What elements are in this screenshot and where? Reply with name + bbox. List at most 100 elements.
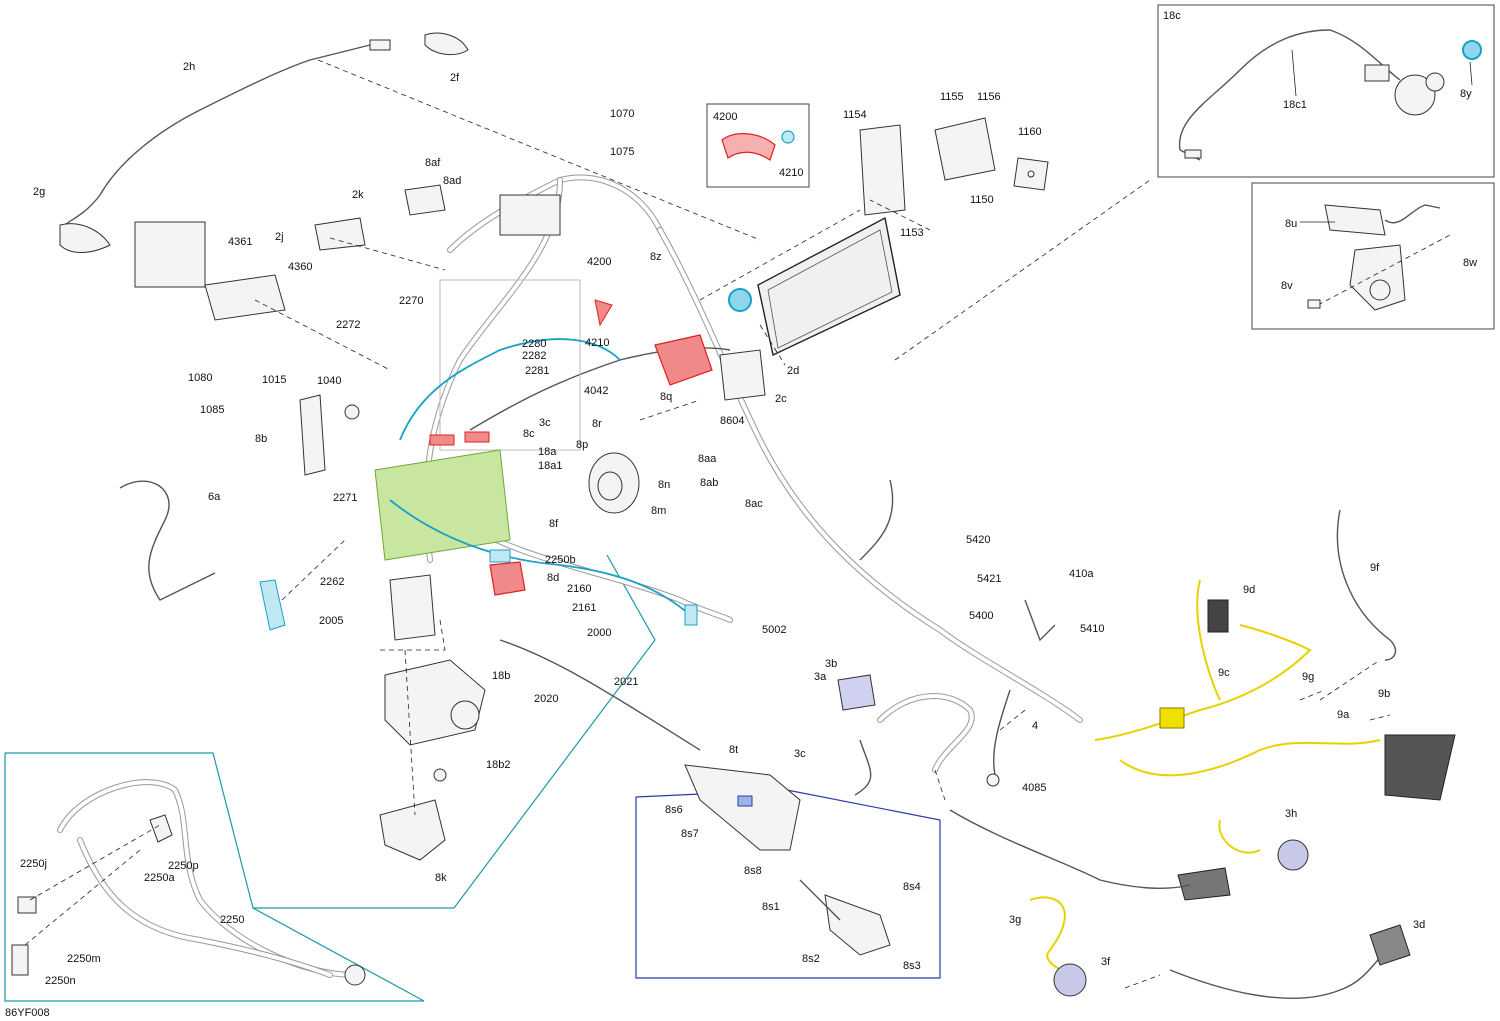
label-8z: 8z xyxy=(650,251,662,263)
label-4085: 4085 xyxy=(1022,782,1046,794)
label-8c: 8c xyxy=(523,428,535,440)
label-1015: 1015 xyxy=(262,374,286,386)
label-1160: 1160 xyxy=(1018,126,1042,138)
label-9f: 9f xyxy=(1370,562,1380,574)
harness-3a xyxy=(837,599,1056,796)
label-2005: 2005 xyxy=(319,615,343,627)
label-2250p: 2250p xyxy=(168,860,199,872)
label-2k: 2k xyxy=(352,189,364,201)
abs-unit-18b xyxy=(379,574,486,861)
label-1040: 1040 xyxy=(317,375,341,387)
label-1075: 1075 xyxy=(610,146,634,158)
label-1153: 1153 xyxy=(900,227,924,239)
red-highlighted-parts xyxy=(429,299,713,596)
label-2000: 2000 xyxy=(587,627,611,639)
label-4210a: 4210 xyxy=(779,167,803,179)
battery-18a xyxy=(374,449,511,561)
label-9d: 9d xyxy=(1243,584,1255,596)
label-410a: 410a xyxy=(1069,568,1094,580)
label-2281: 2281 xyxy=(525,365,549,377)
label-8b: 8b xyxy=(255,433,267,445)
label-2250: 2250 xyxy=(220,914,244,926)
label-5002: 5002 xyxy=(762,624,786,636)
label-8n: 8n xyxy=(658,479,670,491)
label-8q: 8q xyxy=(660,391,672,403)
label-4360: 4360 xyxy=(288,261,312,273)
label-18a: 18a xyxy=(538,446,557,458)
label-1070: 1070 xyxy=(610,108,634,120)
label-1150: 1150 xyxy=(970,194,994,206)
label-9c: 9c xyxy=(1218,667,1230,679)
label-8t: 8t xyxy=(729,744,738,756)
label-5421: 5421 xyxy=(977,573,1001,585)
label-8aa: 8aa xyxy=(698,453,717,465)
label-3f: 3f xyxy=(1101,956,1111,968)
label-8m: 8m xyxy=(651,505,666,517)
label-8s2: 8s2 xyxy=(802,953,820,965)
label-18b: 18b xyxy=(492,670,510,682)
label-8604: 8604 xyxy=(720,415,744,427)
label-2282: 2282 xyxy=(522,350,546,362)
label-8r: 8r xyxy=(592,418,602,430)
label-2j: 2j xyxy=(275,231,284,243)
modules xyxy=(204,184,766,514)
label-8s7: 8s7 xyxy=(681,828,699,840)
label-18a1: 18a1 xyxy=(538,460,562,472)
label-8y: 8y xyxy=(1460,88,1472,100)
label-8s3: 8s3 xyxy=(903,960,921,972)
inset-4200-box xyxy=(706,103,810,188)
label-3g: 3g xyxy=(1009,914,1021,926)
label-2250a: 2250a xyxy=(144,872,175,884)
harness-2250b-blue xyxy=(259,338,698,631)
label-2c: 2c xyxy=(775,393,787,405)
label-8w: 8w xyxy=(1463,257,1477,269)
label-8ac: 8ac xyxy=(745,498,763,510)
inset-2250-box xyxy=(4,554,656,1002)
label-2250m: 2250m xyxy=(67,953,101,965)
label-6a: 6a xyxy=(208,491,221,503)
top-right-brackets xyxy=(859,117,1049,216)
label-2g: 2g xyxy=(33,186,45,198)
label-18b2: 18b2 xyxy=(486,759,510,771)
label-2271: 2271 xyxy=(333,492,357,504)
label-2250n: 2250n xyxy=(45,975,76,987)
label-9g: 9g xyxy=(1302,671,1314,683)
label-2f: 2f xyxy=(450,72,460,84)
label-18c: 18c xyxy=(1163,10,1181,22)
label-2d: 2d xyxy=(787,365,799,377)
part-labels: 2h 2f 2g 2k 2j 8af 8ad 1070 1075 4200 42… xyxy=(20,10,1477,987)
label-3c_a: 3c xyxy=(539,417,551,429)
inset-18c-blue-ring xyxy=(1462,40,1482,60)
cable-6a xyxy=(119,480,216,601)
label-2161: 2161 xyxy=(572,602,596,614)
label-8f: 8f xyxy=(549,518,559,530)
inset-8s-box xyxy=(635,764,941,979)
label-3d: 3d xyxy=(1413,919,1425,931)
label-8k: 8k xyxy=(435,872,447,884)
main-harness xyxy=(134,174,1083,751)
label-8u: 8u xyxy=(1285,218,1297,230)
leader-lines xyxy=(24,59,1391,989)
label-8s6: 8s6 xyxy=(665,804,683,816)
label-3c_b: 3c xyxy=(794,748,806,760)
label-4: 4 xyxy=(1032,720,1038,732)
label-4210b: 4210 xyxy=(585,337,609,349)
label-3h: 3h xyxy=(1285,808,1297,820)
label-1156: 1156 xyxy=(977,91,1001,103)
label-2021: 2021 xyxy=(614,676,638,688)
fuse-box-grey xyxy=(134,221,206,288)
label-8d: 8d xyxy=(547,572,559,584)
label-5400: 5400 xyxy=(969,610,993,622)
label-8p: 8p xyxy=(576,439,588,451)
label-4361: 4361 xyxy=(228,236,252,248)
harness-2h xyxy=(59,32,469,253)
label-2270: 2270 xyxy=(399,295,423,307)
label-1080: 1080 xyxy=(188,372,212,384)
label-9b: 9b xyxy=(1378,688,1390,700)
label-1154: 1154 xyxy=(843,109,867,121)
label-8s8: 8s8 xyxy=(744,865,762,877)
label-9a: 9a xyxy=(1337,709,1350,721)
label-3a: 3a xyxy=(814,671,827,683)
harness-9c-yellow xyxy=(949,509,1456,999)
